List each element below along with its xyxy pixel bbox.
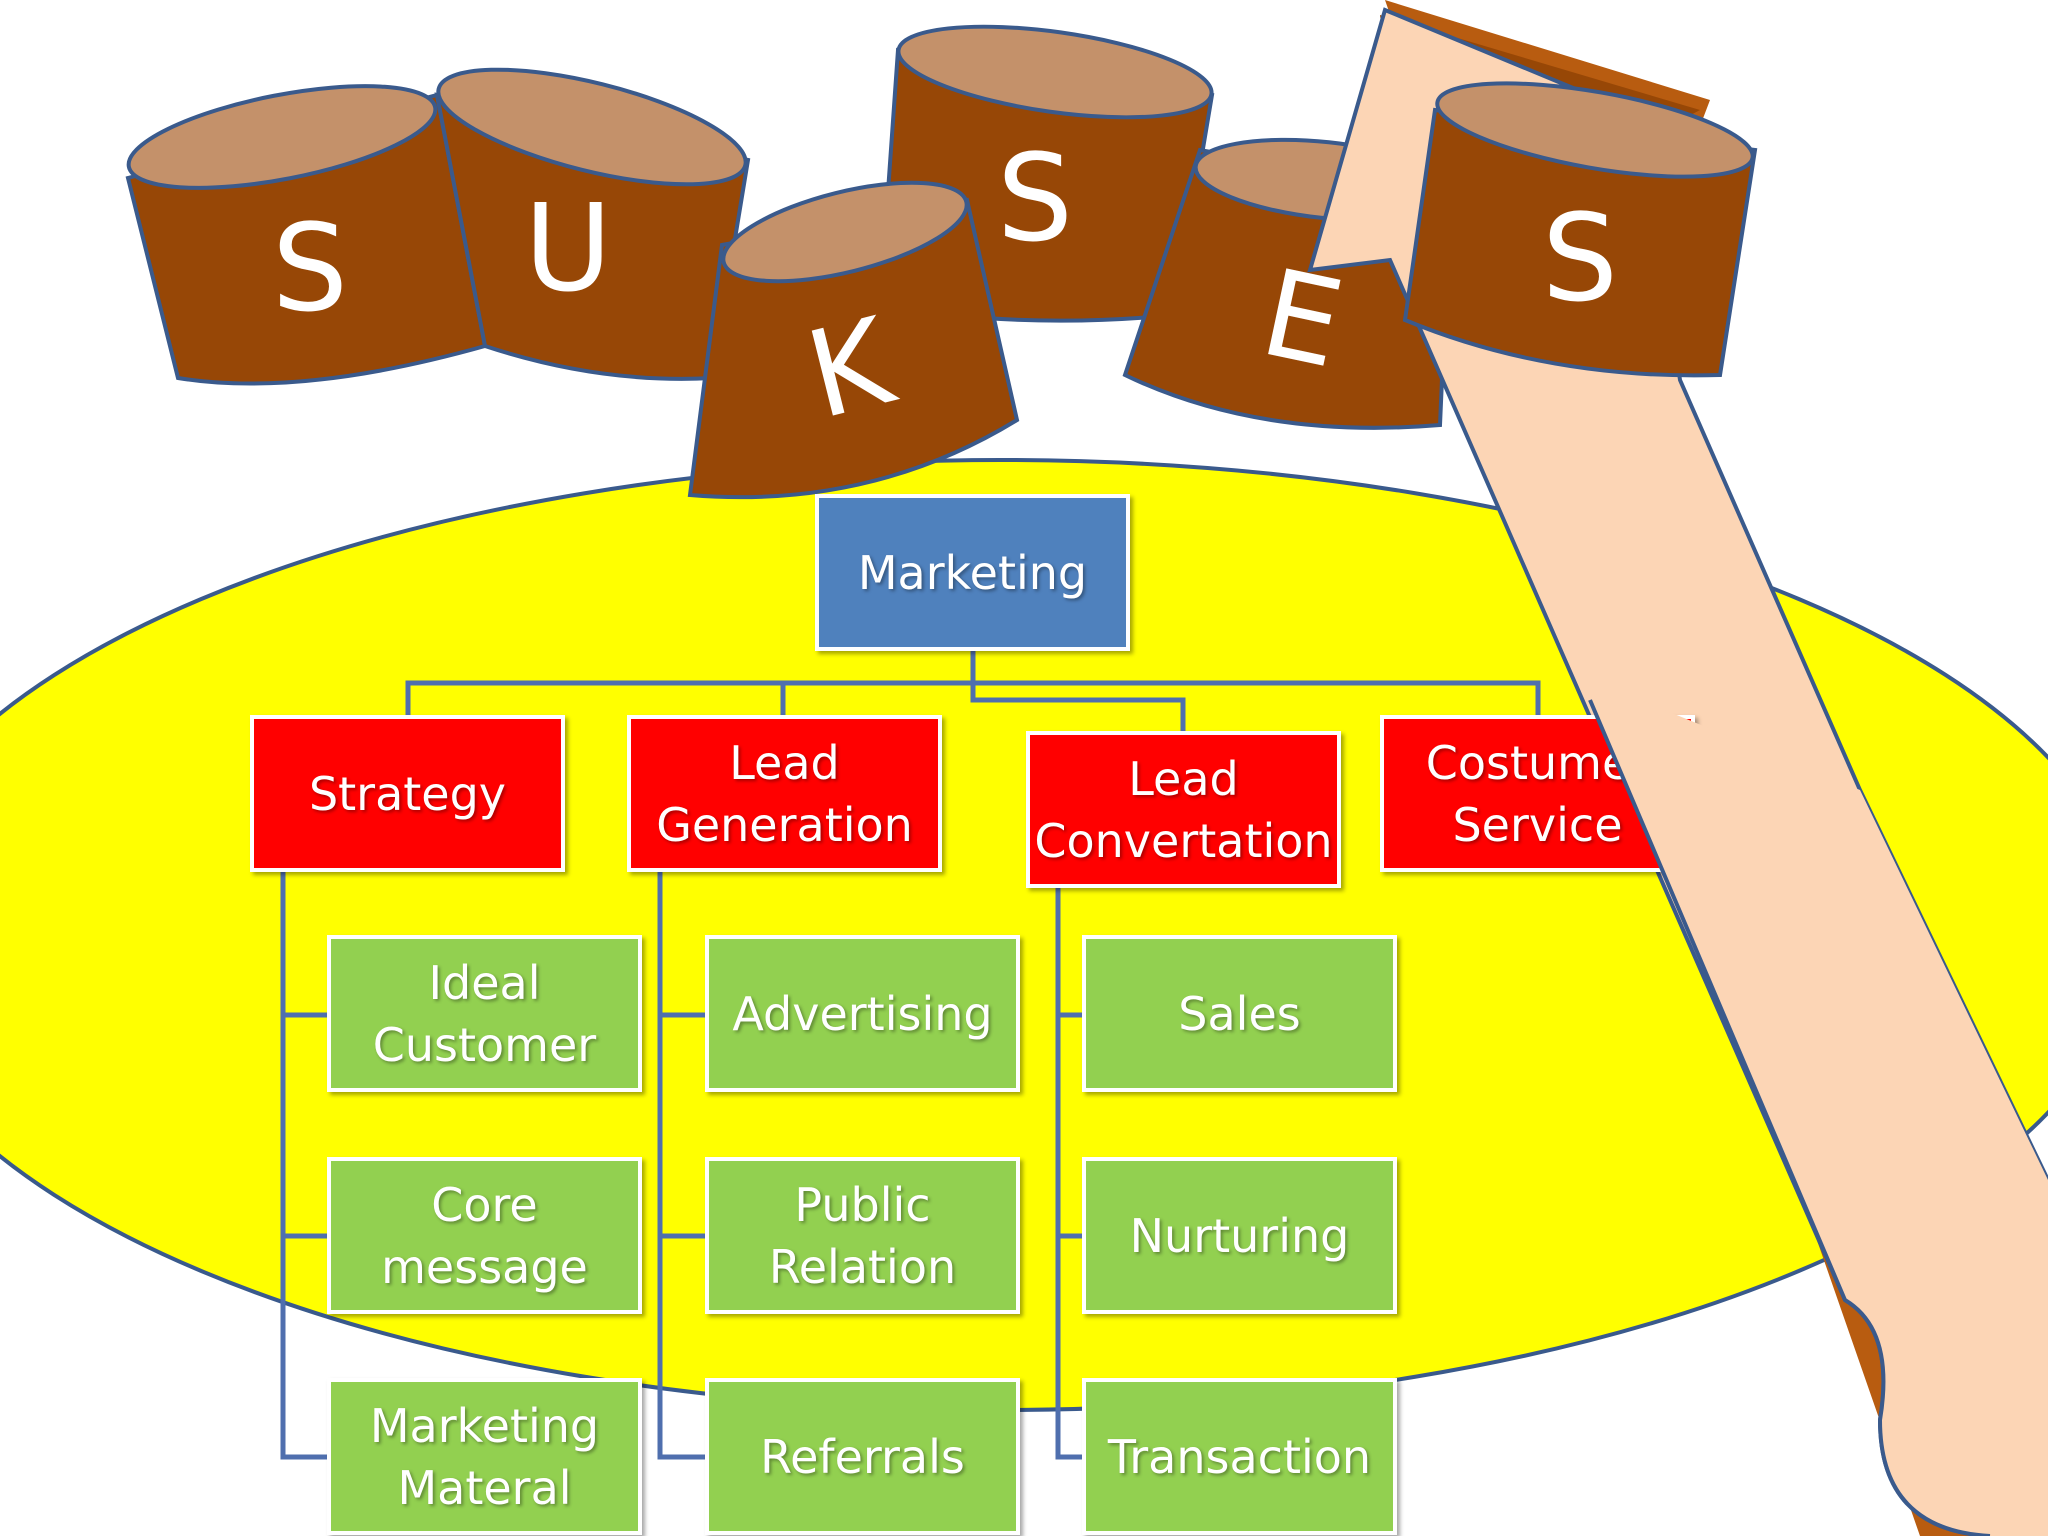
node-ideal-customer-label: Ideal Customer — [373, 952, 596, 1076]
node-nurturing: Nurturing — [1082, 1157, 1397, 1314]
drum-s3: S — [1405, 65, 1759, 376]
node-sales: Sales — [1082, 935, 1397, 1092]
node-public-relation: Public Relation — [705, 1157, 1020, 1314]
node-advertising-label: Advertising — [732, 983, 992, 1045]
drum-letter-s1: S — [272, 200, 348, 339]
drum-letter-s2: S — [997, 130, 1073, 269]
node-strategy: Strategy — [250, 715, 565, 872]
node-strategy-label: Strategy — [309, 763, 506, 825]
node-lead-generation-label: Lead Generation — [656, 732, 913, 856]
node-marketing-label: Marketing — [858, 542, 1087, 604]
node-nurturing-label: Nurturing — [1130, 1205, 1350, 1267]
node-advertising: Advertising — [705, 935, 1020, 1092]
node-sales-label: Sales — [1178, 983, 1300, 1045]
node-transaction: Transaction — [1082, 1378, 1397, 1535]
node-core-message-label: Core message — [381, 1174, 588, 1298]
node-costumer-service-label: Costumer Service — [1426, 732, 1649, 856]
node-referrals-label: Referrals — [760, 1426, 965, 1488]
node-lead-generation: Lead Generation — [627, 715, 942, 872]
drum-s1: S — [121, 66, 485, 384]
node-ideal-customer: Ideal Customer — [327, 935, 642, 1092]
node-referrals: Referrals — [705, 1378, 1020, 1535]
node-public-relation-label: Public Relation — [769, 1174, 956, 1298]
node-marketing: Marketing — [815, 494, 1130, 651]
drum-letter-s3: S — [1542, 190, 1618, 329]
node-marketing-materal-label: Marketing Materal — [370, 1395, 599, 1519]
node-lead-convertation: Lead Convertation — [1026, 731, 1341, 888]
node-transaction-label: Transaction — [1108, 1426, 1371, 1488]
node-marketing-materal: Marketing Materal — [327, 1378, 642, 1535]
node-core-message: Core message — [327, 1157, 642, 1314]
drum-letter-u: U — [524, 180, 612, 319]
node-costumer-service: Costumer Service — [1380, 715, 1695, 872]
node-lead-convertation-label: Lead Convertation — [1034, 748, 1332, 872]
